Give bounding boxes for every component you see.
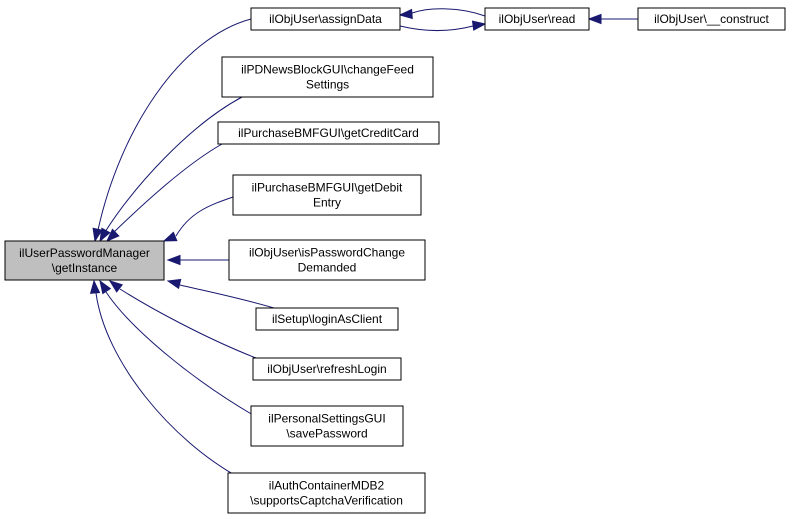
node-label: ilSetup\loginAsClient xyxy=(272,312,383,326)
edge-getDebit-to-getInstance xyxy=(162,196,234,242)
edge-assignData-to-read xyxy=(399,20,487,31)
edge-construct-to-read xyxy=(587,13,638,25)
node-construct[interactable]: ilObjUser\__construct xyxy=(637,7,786,31)
arrowhead-icon xyxy=(398,8,413,20)
arrowhead-icon xyxy=(108,280,124,293)
arrowhead-icon xyxy=(587,13,602,25)
arrowhead-icon xyxy=(166,254,181,266)
edge-refreshLogin-to-getInstance xyxy=(108,280,257,359)
edge-isPasswordChange-to-getInstance xyxy=(166,254,229,266)
node-label: \savePassword xyxy=(286,427,367,441)
node-label: ilObjUser\assignData xyxy=(269,12,382,26)
edge-line xyxy=(104,96,243,233)
edge-read-to-assignData xyxy=(398,8,486,20)
edges-layer xyxy=(89,8,638,479)
node-savePassword[interactable]: ilPersonalSettingsGUI\savePassword xyxy=(250,405,404,447)
node-refreshLogin[interactable]: ilObjUser\refreshLogin xyxy=(252,357,402,381)
arrowhead-icon xyxy=(92,227,103,243)
node-assignData[interactable]: ilObjUser\assignData xyxy=(250,7,401,31)
node-getCreditCard[interactable]: ilPurchaseBMFGUI\getCreditCard xyxy=(217,121,440,145)
node-label: ilObjUser\__construct xyxy=(654,12,769,26)
edge-changeFeed-to-getInstance xyxy=(99,96,243,243)
edge-line xyxy=(399,25,474,31)
arrowhead-icon xyxy=(166,278,182,290)
node-box xyxy=(228,239,426,281)
arrowhead-icon xyxy=(105,228,120,242)
node-label: ilAuthContainerMDB2 xyxy=(269,479,385,493)
node-label: ilObjUser\refreshLogin xyxy=(267,362,386,376)
edge-supportsCaptcha-to-getInstance xyxy=(89,279,241,479)
node-label: Entry xyxy=(313,196,341,210)
node-label: \getInstance xyxy=(52,261,118,275)
node-box xyxy=(217,121,440,145)
node-box xyxy=(4,240,165,281)
edge-line xyxy=(105,291,254,416)
node-label: ilPurchaseBMFGUI\getDebit xyxy=(252,181,403,195)
node-box xyxy=(255,307,399,331)
edge-line xyxy=(97,18,252,231)
arrowhead-icon xyxy=(99,227,111,243)
node-label: ilPDNewsBlockGUI\changeFeed xyxy=(241,63,414,77)
node-box xyxy=(221,56,434,98)
edge-savePassword-to-getInstance xyxy=(99,279,254,416)
edge-line xyxy=(95,292,241,479)
node-loginAsClient[interactable]: ilSetup\loginAsClient xyxy=(255,307,399,331)
node-label: ilObjUser\isPasswordChange xyxy=(249,246,405,260)
node-label: ilPersonalSettingsGUI xyxy=(268,412,385,426)
node-box xyxy=(232,174,422,216)
edge-getCreditCard-to-getInstance xyxy=(105,143,223,242)
node-getInstance: ilUserPasswordManager\getInstance xyxy=(4,240,165,281)
arrowhead-icon xyxy=(471,20,487,31)
node-box xyxy=(250,7,401,31)
node-label: Settings xyxy=(306,78,349,92)
node-box xyxy=(227,472,426,514)
node-label: ilObjUser\read xyxy=(499,12,576,26)
arrowhead-icon xyxy=(89,279,101,294)
arrowhead-icon xyxy=(99,279,112,295)
nodes-layer: ilUserPasswordManager\getInstance ilObjUs… xyxy=(4,7,786,514)
edge-assignData-to-getInstance xyxy=(92,18,252,243)
node-label: ilPurchaseBMFGUI\getCreditCard xyxy=(238,126,419,140)
arrowhead-icon xyxy=(162,231,178,242)
edge-line xyxy=(112,143,223,234)
edge-line xyxy=(179,284,275,309)
node-box xyxy=(250,405,404,447)
edge-line xyxy=(175,196,234,237)
node-label: \supportsCaptchaVerification xyxy=(250,494,403,508)
edge-loginAsClient-to-getInstance xyxy=(166,278,275,309)
node-label: Demanded xyxy=(298,261,357,275)
edge-line xyxy=(119,288,257,359)
node-label: ilUserPasswordManager xyxy=(19,246,150,260)
node-box xyxy=(484,7,590,31)
edge-line xyxy=(411,8,486,17)
node-box xyxy=(252,357,402,381)
node-box xyxy=(637,7,786,31)
node-read[interactable]: ilObjUser\read xyxy=(484,7,590,31)
node-supportsCaptcha[interactable]: ilAuthContainerMDB2\supportsCaptchaVerif… xyxy=(227,472,426,514)
